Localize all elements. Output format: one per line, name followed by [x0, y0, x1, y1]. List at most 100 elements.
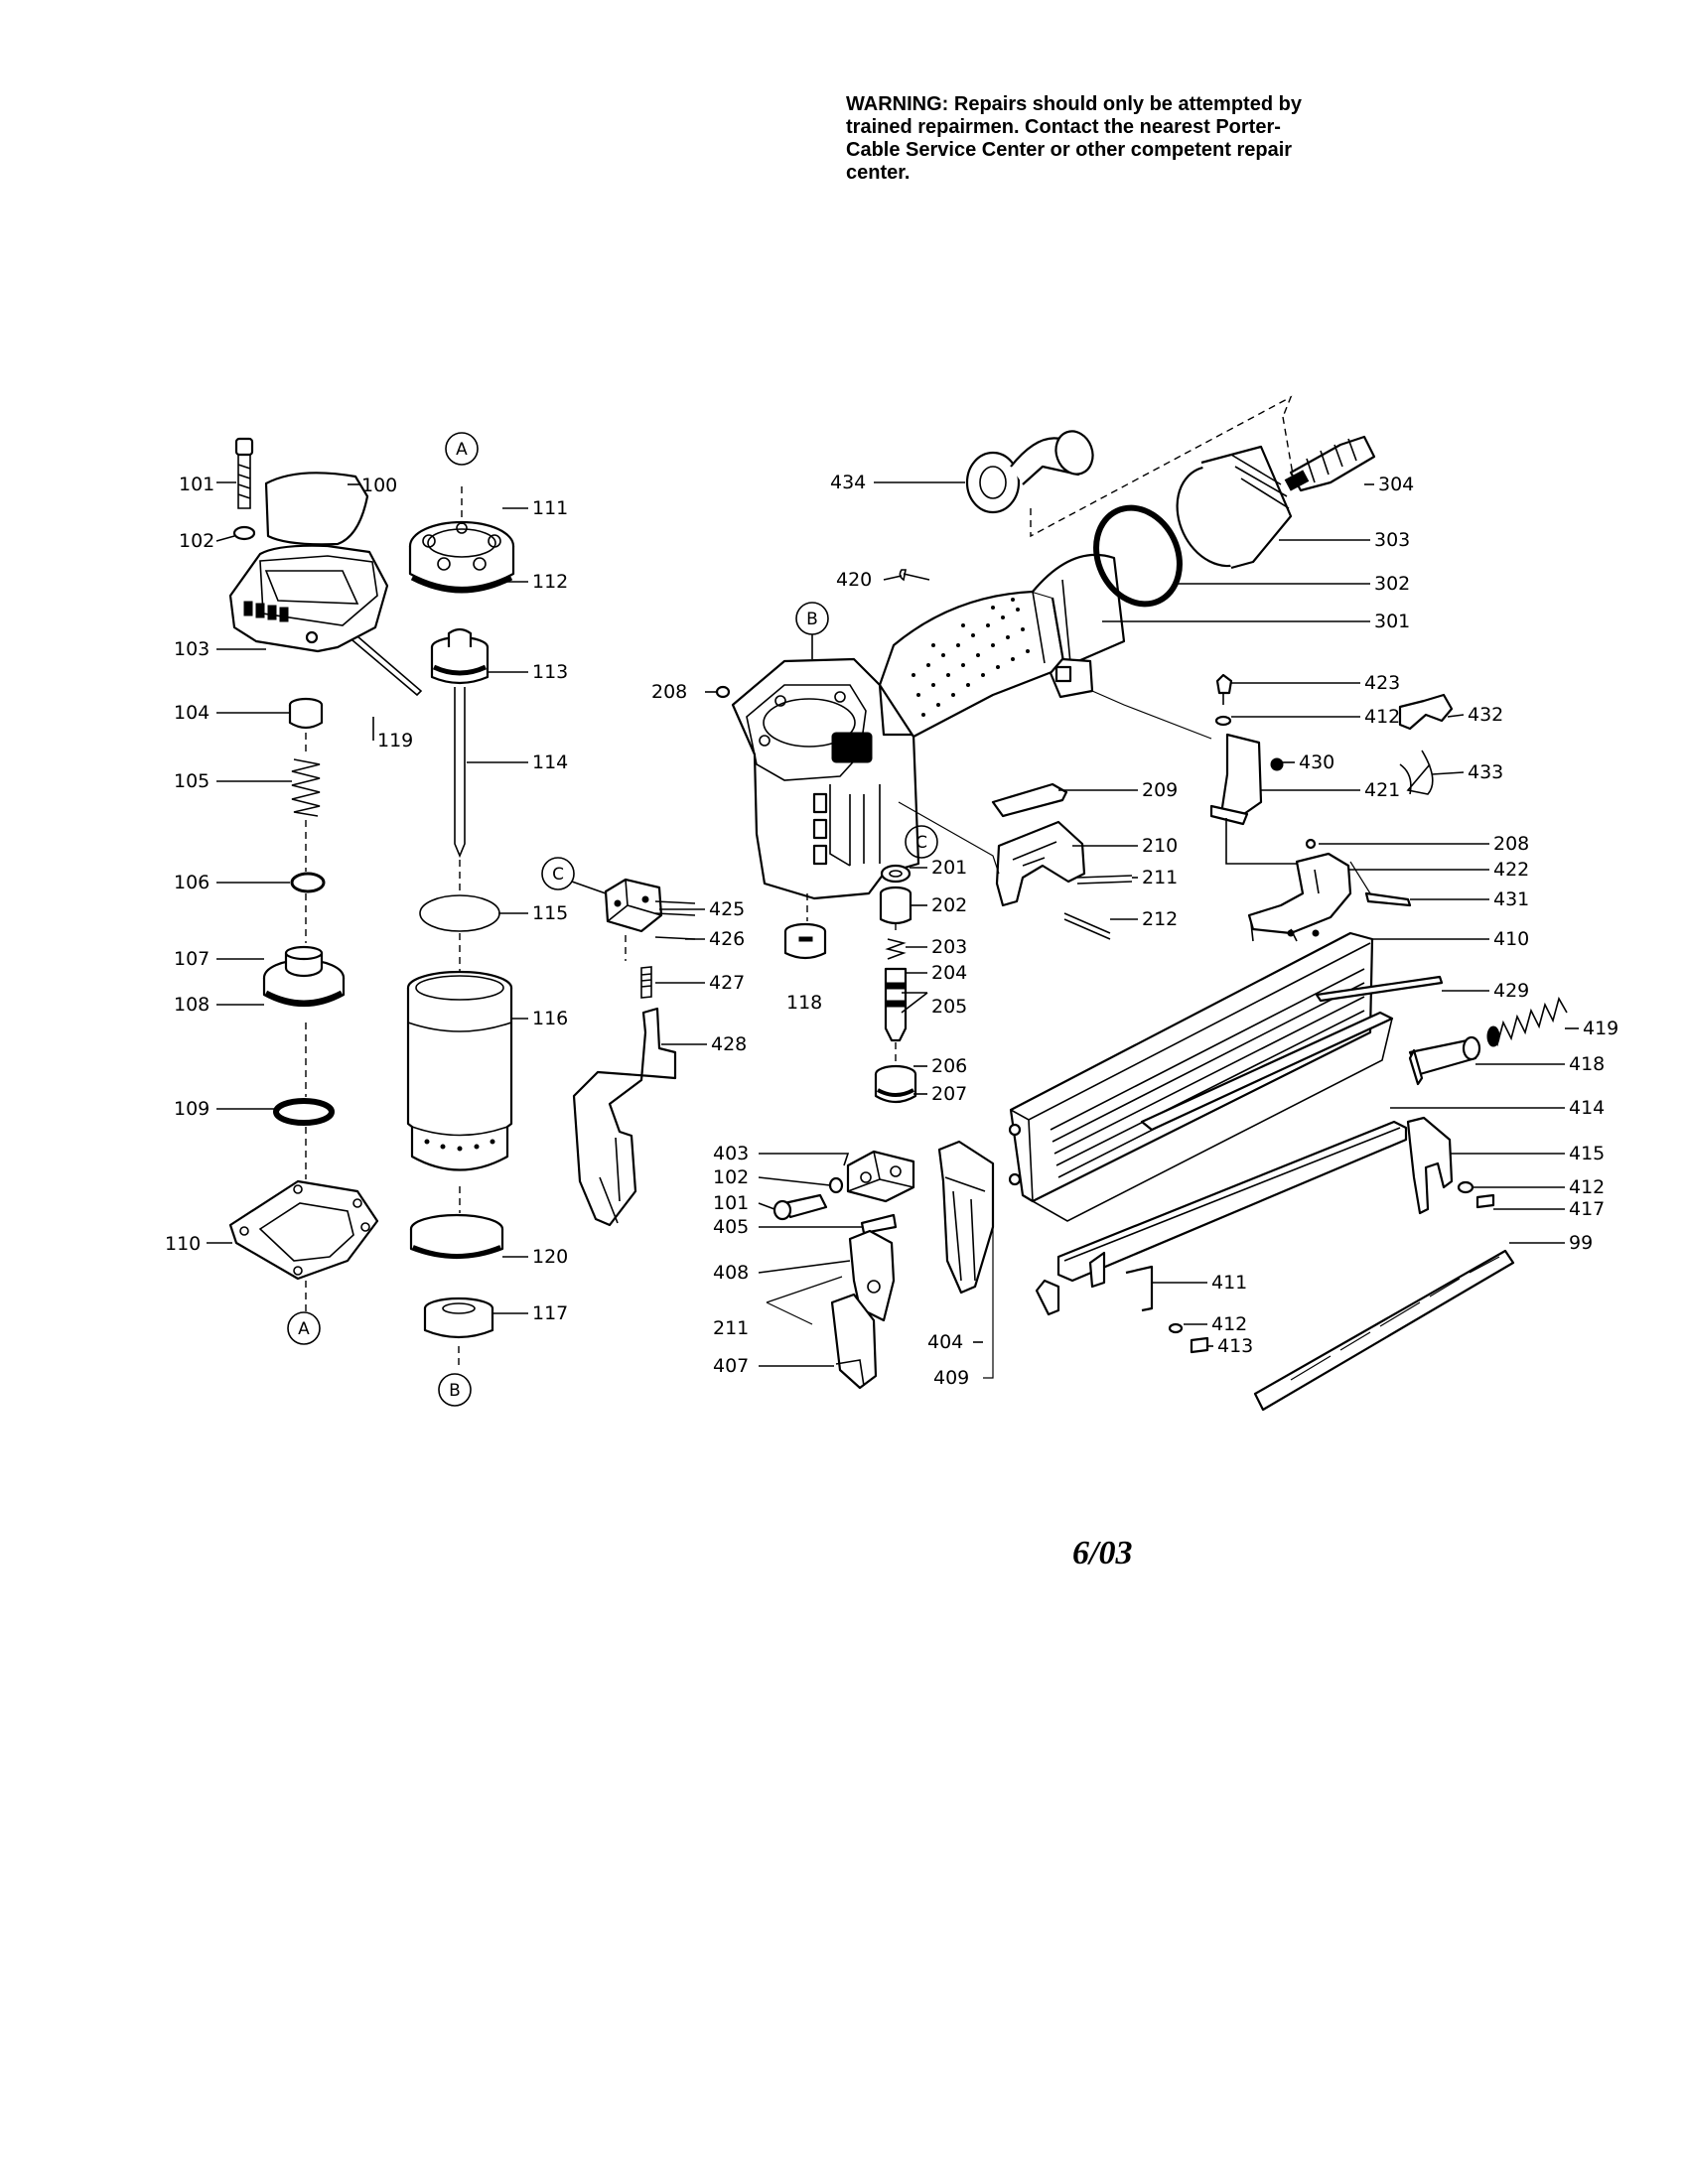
label-413: 413 — [1217, 1335, 1253, 1357]
label-431: 431 — [1493, 888, 1529, 910]
label-105: 105 — [174, 770, 210, 792]
label-415: 415 — [1569, 1143, 1605, 1164]
marker-b-bottom: B — [438, 1373, 472, 1407]
label-421: 421 — [1364, 779, 1400, 801]
label-113: 113 — [532, 661, 568, 683]
marker-b-top: B — [795, 602, 829, 635]
cylinder-assembly-group — [406, 486, 515, 1368]
part-208-top-drawing — [715, 685, 731, 699]
part-420-screw-drawing — [899, 569, 930, 582]
label-103: 103 — [174, 638, 210, 660]
label-118: 118 — [786, 992, 822, 1014]
label-212: 212 — [1142, 908, 1178, 930]
label-414: 414 — [1569, 1097, 1605, 1119]
part-104-bumper-drawing — [288, 697, 324, 730]
label-117: 117 — [532, 1302, 568, 1324]
marker-a-bottom: A — [287, 1311, 321, 1345]
part-101-screw-drawing — [234, 437, 254, 509]
label-410: 410 — [1493, 928, 1529, 950]
label-428: 428 — [711, 1033, 747, 1055]
marker-c-right: C — [905, 825, 938, 859]
label-205: 205 — [931, 996, 967, 1018]
label-426: 426 — [709, 928, 745, 950]
label-432: 432 — [1468, 704, 1503, 726]
svg-text:A: A — [456, 440, 468, 460]
bracket-assembly-drawing — [1091, 673, 1454, 942]
svg-text:C: C — [552, 865, 564, 885]
label-411: 411 — [1211, 1272, 1247, 1294]
label-407: 407 — [713, 1355, 749, 1377]
part-115-disc-drawing — [419, 894, 500, 932]
svg-text:B: B — [449, 1381, 461, 1401]
label-403: 403 — [713, 1143, 749, 1164]
part-302-oring-drawing — [1093, 504, 1183, 608]
label-412-right: 412 — [1569, 1176, 1605, 1198]
trigger-valve-drawing — [874, 864, 917, 1104]
part-103-cap-drawing — [228, 544, 389, 653]
label-102-top: 102 — [179, 530, 214, 552]
label-433: 433 — [1468, 761, 1503, 783]
label-422: 422 — [1493, 859, 1529, 881]
housing-drawing — [731, 553, 1126, 900]
label-202: 202 — [931, 894, 967, 916]
part-434-cap-drawing — [965, 430, 1094, 514]
label-101-bottom: 101 — [713, 1192, 749, 1214]
revision-date: 6/03 — [1072, 1535, 1133, 1571]
label-409: 409 — [933, 1367, 969, 1389]
label-412-bottom: 412 — [1211, 1313, 1247, 1335]
label-430: 430 — [1299, 751, 1334, 773]
label-119: 119 — [377, 730, 413, 751]
label-206: 206 — [931, 1055, 967, 1077]
label-112: 112 — [532, 571, 568, 593]
warning-line-4: center. — [846, 162, 911, 184]
label-404: 404 — [927, 1331, 963, 1353]
label-100: 100 — [361, 475, 397, 496]
label-115: 115 — [532, 902, 568, 924]
label-434: 434 — [830, 472, 866, 493]
label-420: 420 — [836, 569, 872, 591]
label-427: 427 — [709, 972, 745, 994]
part-labels: 101 100 102 103 119 104 105 106 107 108 … — [165, 472, 1618, 1389]
label-109: 109 — [174, 1098, 210, 1120]
part-110-gasket-drawing — [228, 1179, 379, 1281]
label-301: 301 — [1374, 611, 1410, 632]
label-425: 425 — [709, 898, 745, 920]
warning-line-2: trained repairmen. Contact the nearest P… — [846, 116, 1281, 138]
label-104: 104 — [174, 702, 210, 724]
label-99: 99 — [1569, 1232, 1593, 1254]
label-114: 114 — [532, 751, 568, 773]
label-211-right: 211 — [1142, 867, 1178, 888]
label-102-bottom: 102 — [713, 1166, 749, 1188]
handle-grip-dots — [912, 598, 1030, 717]
label-108: 108 — [174, 994, 210, 1016]
c-group-drawing — [572, 878, 696, 1227]
label-116: 116 — [532, 1008, 568, 1029]
marker-c-left: C — [541, 857, 575, 890]
label-419: 419 — [1583, 1018, 1618, 1039]
label-302: 302 — [1374, 573, 1410, 595]
label-107: 107 — [174, 948, 210, 970]
part-118-bumper-drawing — [783, 922, 827, 960]
label-208-right: 208 — [1493, 833, 1529, 855]
label-417: 417 — [1569, 1198, 1605, 1220]
label-207: 207 — [931, 1083, 967, 1105]
part-415-bracket-drawing — [1406, 1116, 1495, 1215]
label-120: 120 — [532, 1246, 568, 1268]
part-120-ring-drawing — [409, 1213, 504, 1260]
marker-a-top: A — [445, 432, 479, 466]
lower-rail-drawing — [1035, 1120, 1408, 1354]
label-111: 111 — [532, 497, 568, 519]
label-211-left: 211 — [713, 1317, 749, 1339]
warning-notice: WARNING: Repairs should only be attempte… — [846, 93, 1402, 185]
label-408: 408 — [713, 1262, 749, 1284]
magazine-drawing — [1008, 931, 1394, 1222]
label-204: 204 — [931, 962, 967, 984]
label-101-top: 101 — [179, 474, 214, 495]
part-111-112-head-drawing — [408, 520, 515, 594]
part-117-bumper-drawing — [423, 1297, 494, 1339]
part-119-pin-drawing — [351, 635, 423, 697]
label-418: 418 — [1569, 1053, 1605, 1075]
part-102-washer-drawing — [232, 525, 256, 541]
leader-lines — [207, 481, 1579, 1367]
